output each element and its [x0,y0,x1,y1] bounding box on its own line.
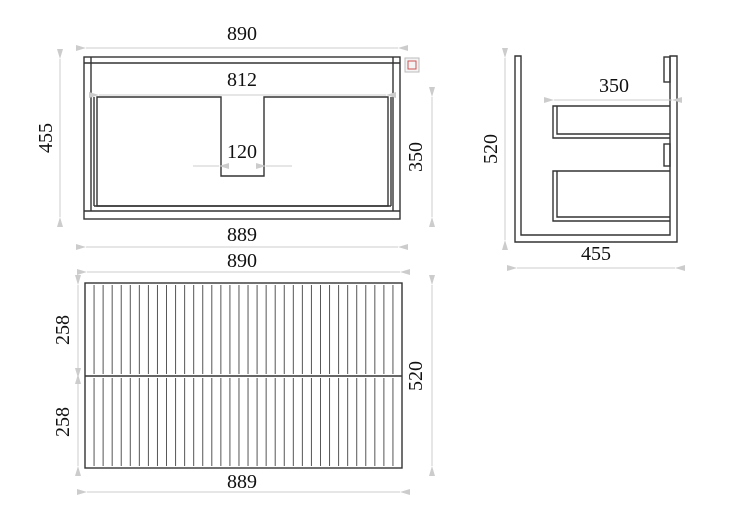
dim-front-258-upper: 258 [52,315,74,345]
dim-front-258-lower: 258 [52,407,74,437]
top-outer-outline [83,56,401,220]
dim-top-889: 889 [227,224,257,246]
side-carcass [514,55,678,243]
dim-top-350: 350 [405,142,427,172]
dim-front-890: 890 [227,250,257,272]
flutes [93,285,394,466]
dim-top-120: 120 [227,141,257,163]
image-placeholder-icon[interactable] [404,57,420,73]
dim-front-520: 520 [405,361,427,391]
dim-top-812: 812 [227,69,257,91]
dim-top-890: 890 [227,23,257,45]
front-view: 890 258 258 520 889 [52,250,435,495]
side-view: 350 520 455 [480,48,685,271]
dim-side-350: 350 [599,75,629,97]
dim-side-520: 520 [480,134,502,164]
dim-front-889: 889 [227,471,257,493]
dim-top-455: 455 [35,123,57,153]
top-view: 890 812 120 889 455 350 [35,23,435,250]
dim-side-455: 455 [581,243,611,265]
